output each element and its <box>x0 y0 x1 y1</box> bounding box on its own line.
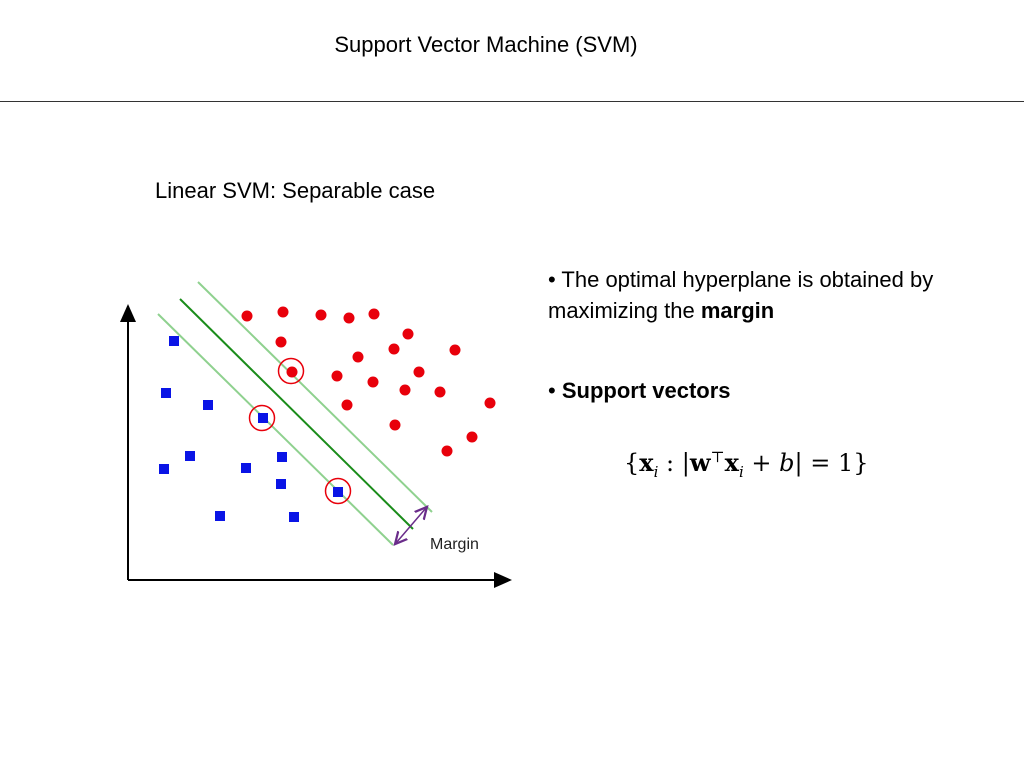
svm-diagram: Margin <box>100 260 520 600</box>
bullet-text: • The optimal hyperplane is obtained by … <box>548 267 934 323</box>
negative-point <box>215 511 225 521</box>
negative-point <box>277 452 287 462</box>
negative-point <box>276 479 286 489</box>
support-vector-circle <box>277 357 305 385</box>
formula-rest: | = 1 <box>794 449 854 477</box>
formula-index-2: i <box>738 462 744 481</box>
hyperplane <box>179 298 414 530</box>
formula-plus-b: + b <box>743 449 795 477</box>
negative-point <box>161 388 171 398</box>
formula-w: w <box>689 448 711 477</box>
positive-point <box>343 312 355 324</box>
formula-open-brace: { <box>624 449 640 477</box>
positive-point <box>277 306 289 318</box>
positive-point <box>434 386 446 398</box>
slide-subtitle: Linear SVM: Separable case <box>155 178 436 203</box>
negative-point <box>241 463 251 473</box>
bullet-support-vectors: • Support vectors <box>548 375 1018 406</box>
positive-point <box>352 351 364 363</box>
negative-point <box>159 464 169 474</box>
positive-point <box>275 336 287 348</box>
slide-title: Support Vector Machine (SVM) <box>334 32 638 57</box>
positive-point <box>241 310 253 322</box>
margin-arrow <box>396 508 426 543</box>
bullet-emphasis: margin <box>700 298 775 323</box>
negative-point <box>169 336 179 346</box>
svm-diagram-svg: Margin <box>120 281 512 588</box>
positive-point <box>441 445 453 457</box>
formula-index: i <box>653 462 659 481</box>
negative-point <box>258 413 268 423</box>
positive-point <box>399 384 411 396</box>
formula-close-brace: } <box>853 449 869 477</box>
positive-point <box>315 309 327 321</box>
positive-point <box>367 376 379 388</box>
bullet-optimal-hyperplane: • The optimal hyperplane is obtained by … <box>548 264 1018 326</box>
title-divider <box>0 101 1024 102</box>
negative-point <box>333 487 343 497</box>
margin-label: Margin <box>430 536 479 553</box>
positive-point <box>286 366 298 378</box>
bullet-emphasis: Support vectors <box>561 378 731 403</box>
negative-points <box>159 336 343 522</box>
positive-points <box>241 306 496 457</box>
positive-point <box>449 344 461 356</box>
positive-point <box>413 366 425 378</box>
margin-line-lower <box>157 313 394 546</box>
positive-point <box>389 419 401 431</box>
formula-x: x <box>639 448 654 477</box>
bullet-text: • <box>548 378 562 403</box>
positive-point <box>484 397 496 409</box>
negative-point <box>203 400 213 410</box>
formula-x-2: x <box>724 448 739 477</box>
support-vector-circle <box>324 477 352 505</box>
margin-line-upper <box>197 281 433 513</box>
support-vector-markers <box>248 357 352 505</box>
positive-point <box>368 308 380 320</box>
formula-colon: : | <box>658 449 690 477</box>
negative-point <box>289 512 299 522</box>
positive-point <box>331 370 343 382</box>
support-vector-circle <box>248 404 276 432</box>
positive-point <box>466 431 478 443</box>
negative-point <box>185 451 195 461</box>
support-vector-formula: {xi : |w⊤xi + b| = 1} <box>624 448 869 481</box>
formula-transpose: ⊤ <box>710 448 725 466</box>
positive-point <box>402 328 414 340</box>
positive-point <box>341 399 353 411</box>
positive-point <box>388 343 400 355</box>
bullet-list: • The optimal hyperplane is obtained by … <box>548 264 1018 406</box>
